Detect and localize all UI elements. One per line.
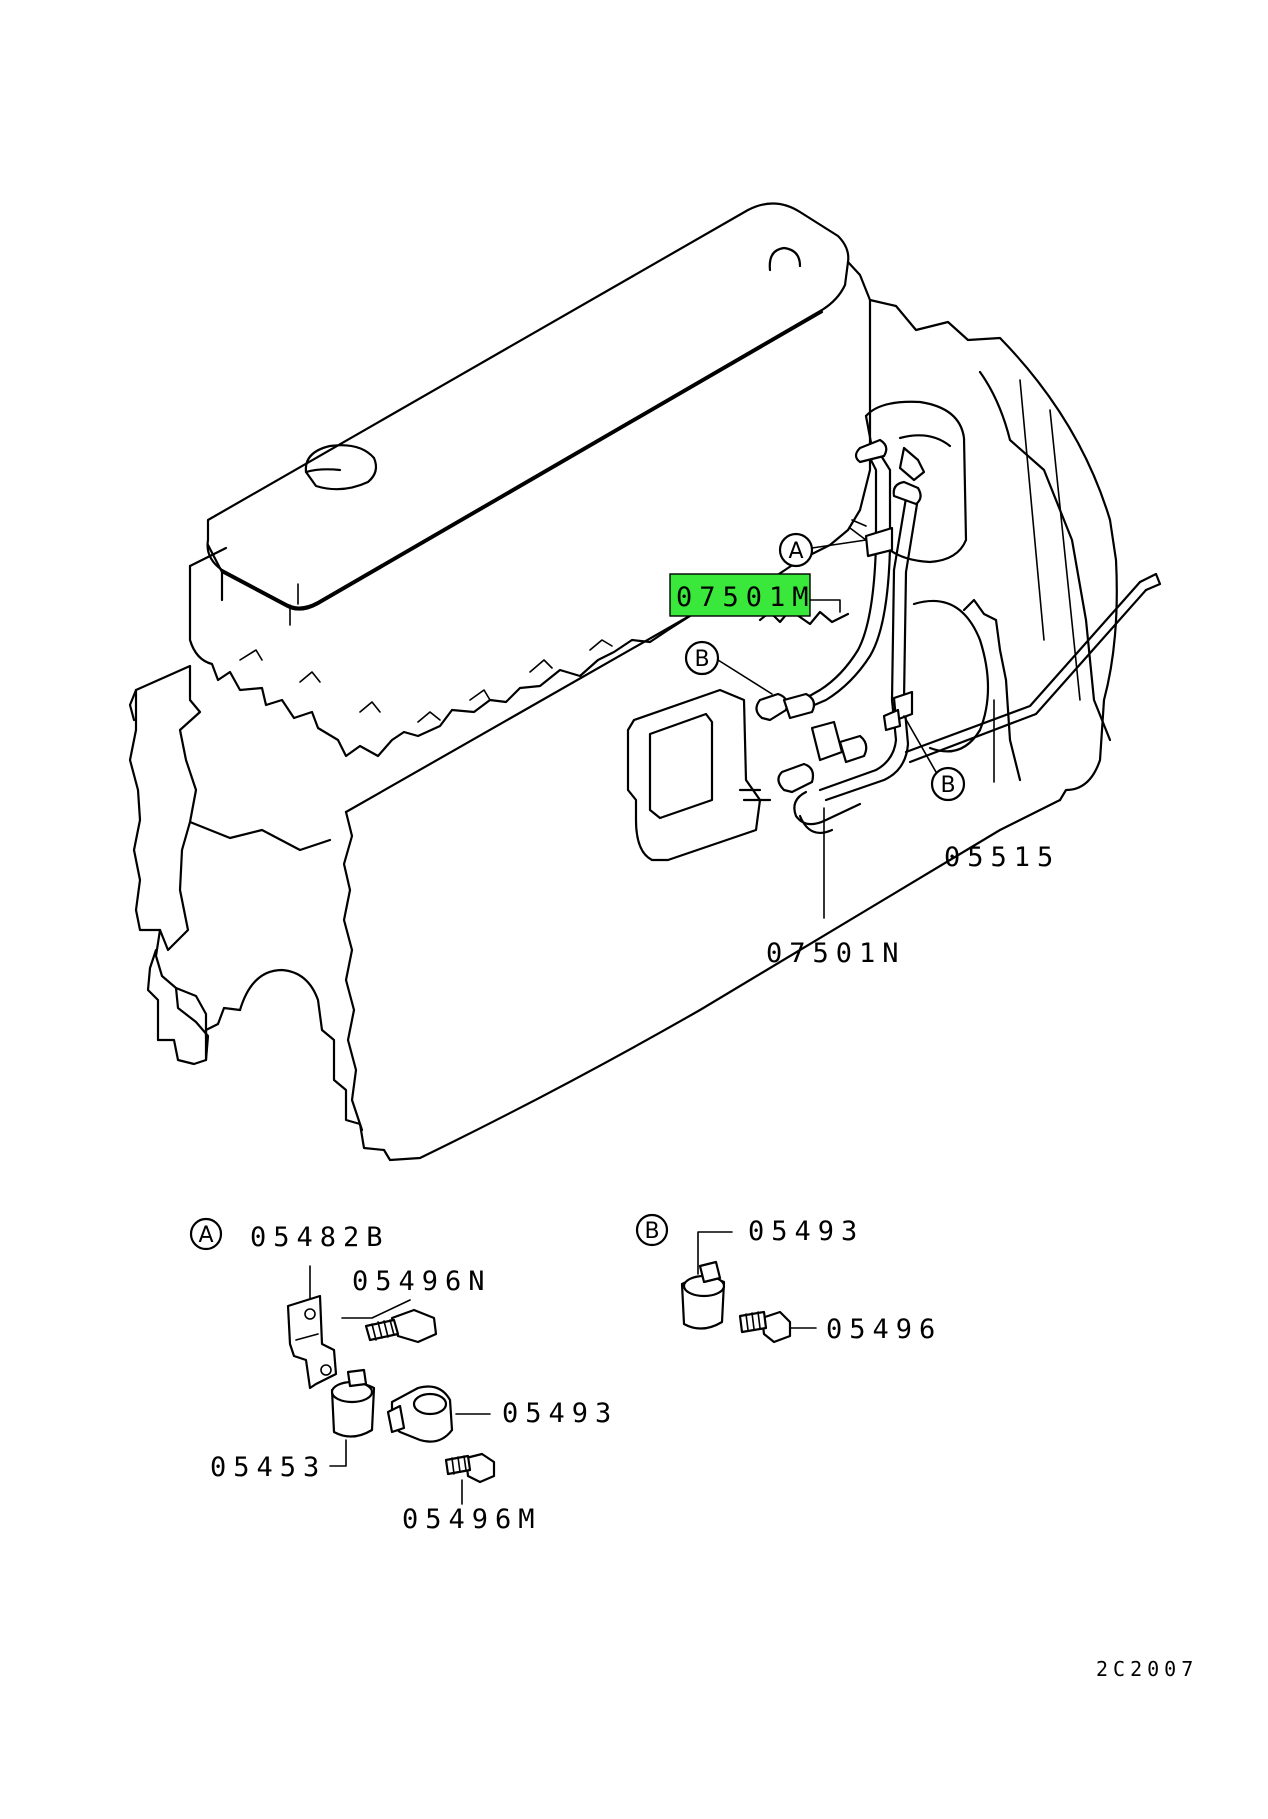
detail-a: A 05482B 05496N 05453 05493 05496M — [189, 1217, 618, 1535]
clamp-05493-a — [386, 1385, 454, 1443]
label-05453[interactable]: 05453 — [210, 1452, 326, 1483]
detail-a-marker — [189, 1217, 223, 1251]
marker-b-right-letter: B — [940, 773, 955, 798]
highlight-box-07501M — [669, 573, 811, 617]
label-05496N[interactable]: 05496N — [352, 1266, 492, 1297]
label-05482B[interactable]: 05482B — [250, 1222, 390, 1253]
label-05515[interactable]: 05515 — [944, 842, 1060, 873]
label-07501M[interactable]: 07501M — [676, 582, 816, 613]
label-07501N[interactable]: 07501N — [766, 938, 906, 969]
label-05496[interactable]: 05496 — [826, 1314, 942, 1345]
bolt-05496M — [444, 1452, 496, 1484]
detail-b: B 05493 05496 — [635, 1213, 942, 1345]
marker-a-main — [778, 532, 814, 568]
bolt-05496 — [738, 1310, 792, 1344]
figure-code: 2C2007 — [1096, 1657, 1198, 1681]
marker-b-left-letter: B — [694, 647, 709, 672]
detail-b-marker-letter: B — [644, 1219, 659, 1244]
label-05496M[interactable]: 05496M — [402, 1504, 542, 1535]
label-05493-b[interactable]: 05493 — [748, 1216, 864, 1247]
engine-block-drawing — [128, 202, 1118, 1162]
bolt-05496N — [364, 1308, 438, 1344]
marker-b-right — [930, 766, 966, 802]
collar-05453 — [330, 1368, 376, 1438]
marker-a-main-letter: A — [788, 539, 803, 564]
main-callouts: A B B 07501M 05515 07501N — [669, 532, 1060, 969]
detail-b-marker — [635, 1213, 669, 1247]
clamp-05493-b — [680, 1260, 726, 1330]
marker-b-left — [684, 640, 720, 676]
label-05493-a[interactable]: 05493 — [502, 1398, 618, 1429]
fuel-pipe-assembly — [755, 438, 1162, 834]
detail-a-marker-letter: A — [198, 1223, 213, 1248]
